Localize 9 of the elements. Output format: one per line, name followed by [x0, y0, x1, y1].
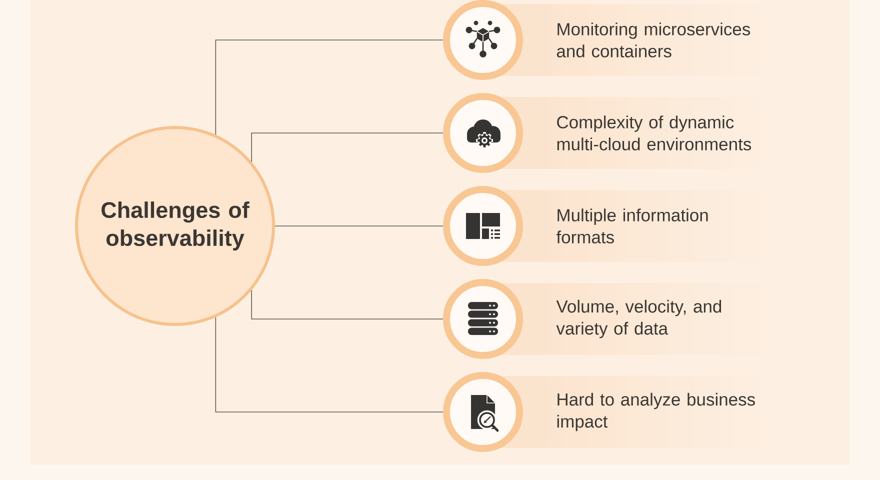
connector-line — [251, 132, 444, 162]
item-text: Monitoring microservices and containers — [556, 22, 750, 58]
item-text: Complexity of dynamic multi-cloud environments — [557, 116, 752, 150]
connector-line — [251, 290, 444, 320]
connector-line — [215, 316, 444, 412]
item-text: Multiple information formats — [556, 208, 708, 244]
item-text: Hard to analyze business impact — [557, 392, 755, 432]
item-text: Volume, velocity, and variety of data — [556, 300, 722, 338]
connector-line — [215, 40, 444, 136]
